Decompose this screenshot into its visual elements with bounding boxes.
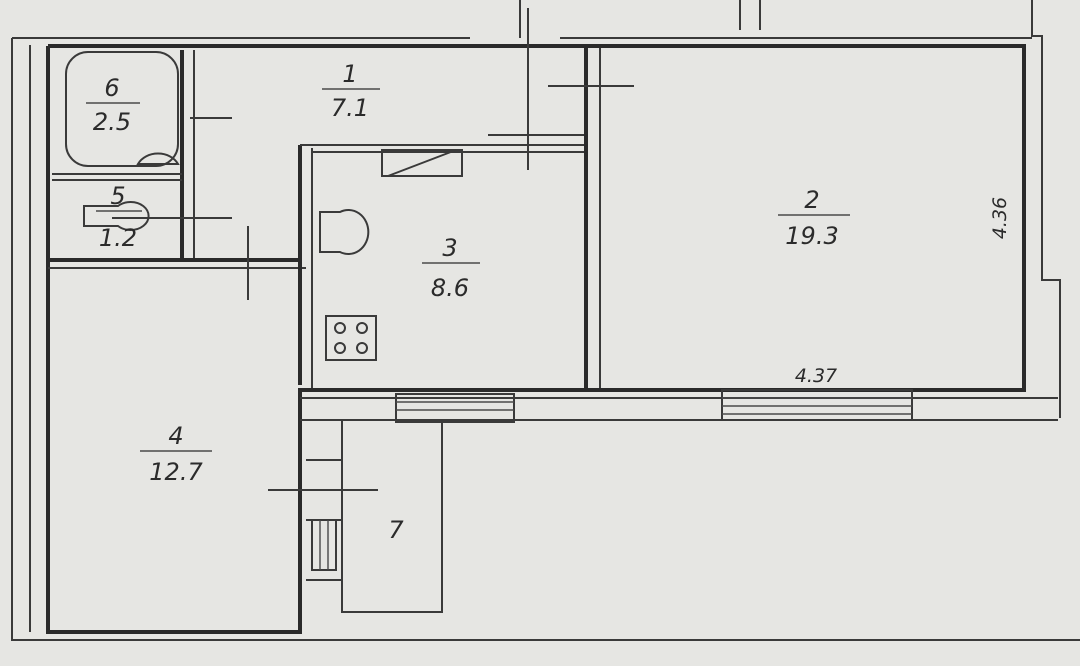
room-3-area: 8.6 <box>431 274 469 302</box>
room-7-number: 7 <box>388 516 404 544</box>
room-2-width-dimension: 4.37 <box>795 365 837 387</box>
room-3-number: 3 <box>442 234 457 262</box>
room-2-depth-dimension: 4.36 <box>989 197 1011 239</box>
room-6-area: 2.5 <box>93 108 131 136</box>
ventilation-icon <box>311 519 337 571</box>
room-4-area: 12.7 <box>149 458 203 486</box>
washbasin-icon <box>319 209 370 255</box>
counter-icon <box>381 149 463 177</box>
room-2-area: 19.3 <box>785 222 838 250</box>
labels: 6 2.5 1 7.1 5 1.2 2 19.3 3 8.6 4 12.7 7 … <box>86 60 1011 544</box>
room-1-area: 7.1 <box>331 94 369 122</box>
interior-walls <box>48 48 601 613</box>
room-2-number: 2 <box>804 186 819 214</box>
fixtures <box>65 51 463 571</box>
room-6-number: 6 <box>104 74 119 102</box>
sink-icon <box>136 152 180 165</box>
room-4-number: 4 <box>168 422 183 450</box>
apartment-outline <box>46 44 1058 634</box>
windows <box>395 389 913 423</box>
room-1-number: 1 <box>342 60 357 88</box>
door-markers <box>112 8 634 491</box>
bathtub-icon <box>65 51 179 167</box>
stove-icon <box>325 315 377 361</box>
room-5-area: 1.2 <box>99 224 137 252</box>
surrounding-walls <box>11 0 1080 641</box>
room-5-number: 5 <box>110 182 125 210</box>
